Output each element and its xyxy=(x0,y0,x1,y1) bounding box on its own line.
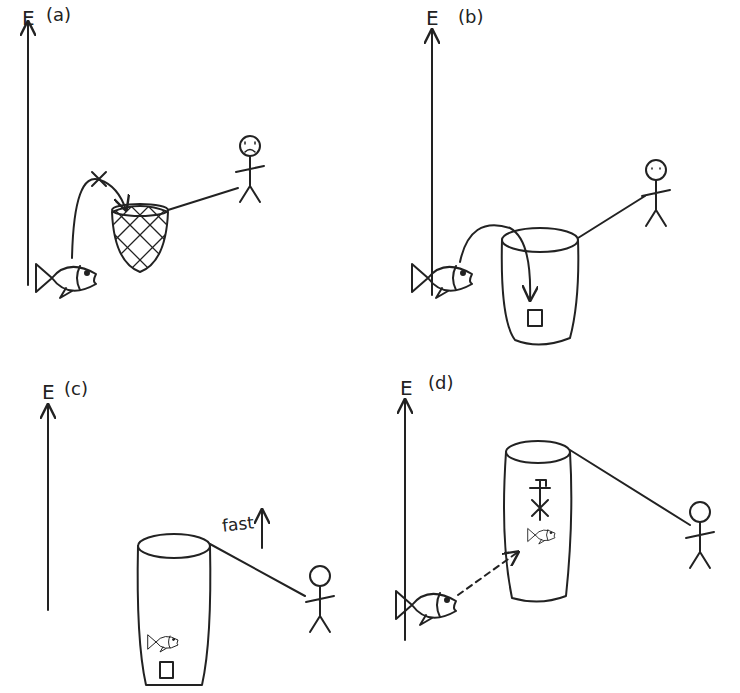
dashed-arrow xyxy=(458,552,518,595)
energy-axis xyxy=(47,405,49,610)
bucket xyxy=(504,452,571,602)
stick-figure xyxy=(306,566,334,632)
energy-axis xyxy=(431,30,433,295)
symbol xyxy=(530,480,550,520)
bucket-rim xyxy=(502,228,578,252)
panel-label: (c) xyxy=(64,380,88,398)
stick-figure xyxy=(236,136,264,202)
fish xyxy=(528,529,555,544)
panel-c xyxy=(48,405,334,685)
square-symbol xyxy=(528,310,542,326)
drop-arc xyxy=(460,225,530,300)
panel-label: (d) xyxy=(428,374,453,392)
net-handle xyxy=(168,188,238,210)
stick-figure xyxy=(686,502,714,568)
axis-label: E xyxy=(426,8,439,28)
panel-d xyxy=(396,400,714,640)
panel-label: (b) xyxy=(458,8,483,26)
cross-mark xyxy=(92,172,106,186)
net-rim xyxy=(112,204,168,216)
axis-label: E xyxy=(42,382,55,402)
fish xyxy=(396,591,456,625)
axis-label: E xyxy=(22,8,35,28)
bucket xyxy=(138,546,211,685)
sad-face xyxy=(245,142,255,152)
panel-b xyxy=(412,30,670,345)
lift-arrow xyxy=(261,510,263,548)
square-symbol xyxy=(160,662,173,678)
bucket-handle xyxy=(578,196,645,238)
energy-axis xyxy=(404,400,406,640)
fish xyxy=(36,264,96,298)
bucket xyxy=(502,240,579,345)
face xyxy=(652,168,660,169)
stick-figure xyxy=(642,160,670,226)
motion-note: fast xyxy=(221,514,255,534)
energy-axis xyxy=(27,22,29,285)
panel-label: (a) xyxy=(46,6,71,24)
panel-a xyxy=(28,22,264,298)
bucket-rim xyxy=(506,441,570,463)
bucket-handle xyxy=(570,450,690,525)
axis-label: E xyxy=(400,378,413,398)
bucket-handle xyxy=(210,544,305,596)
fish xyxy=(412,264,472,298)
bucket-rim xyxy=(138,534,210,558)
fish xyxy=(148,635,178,652)
